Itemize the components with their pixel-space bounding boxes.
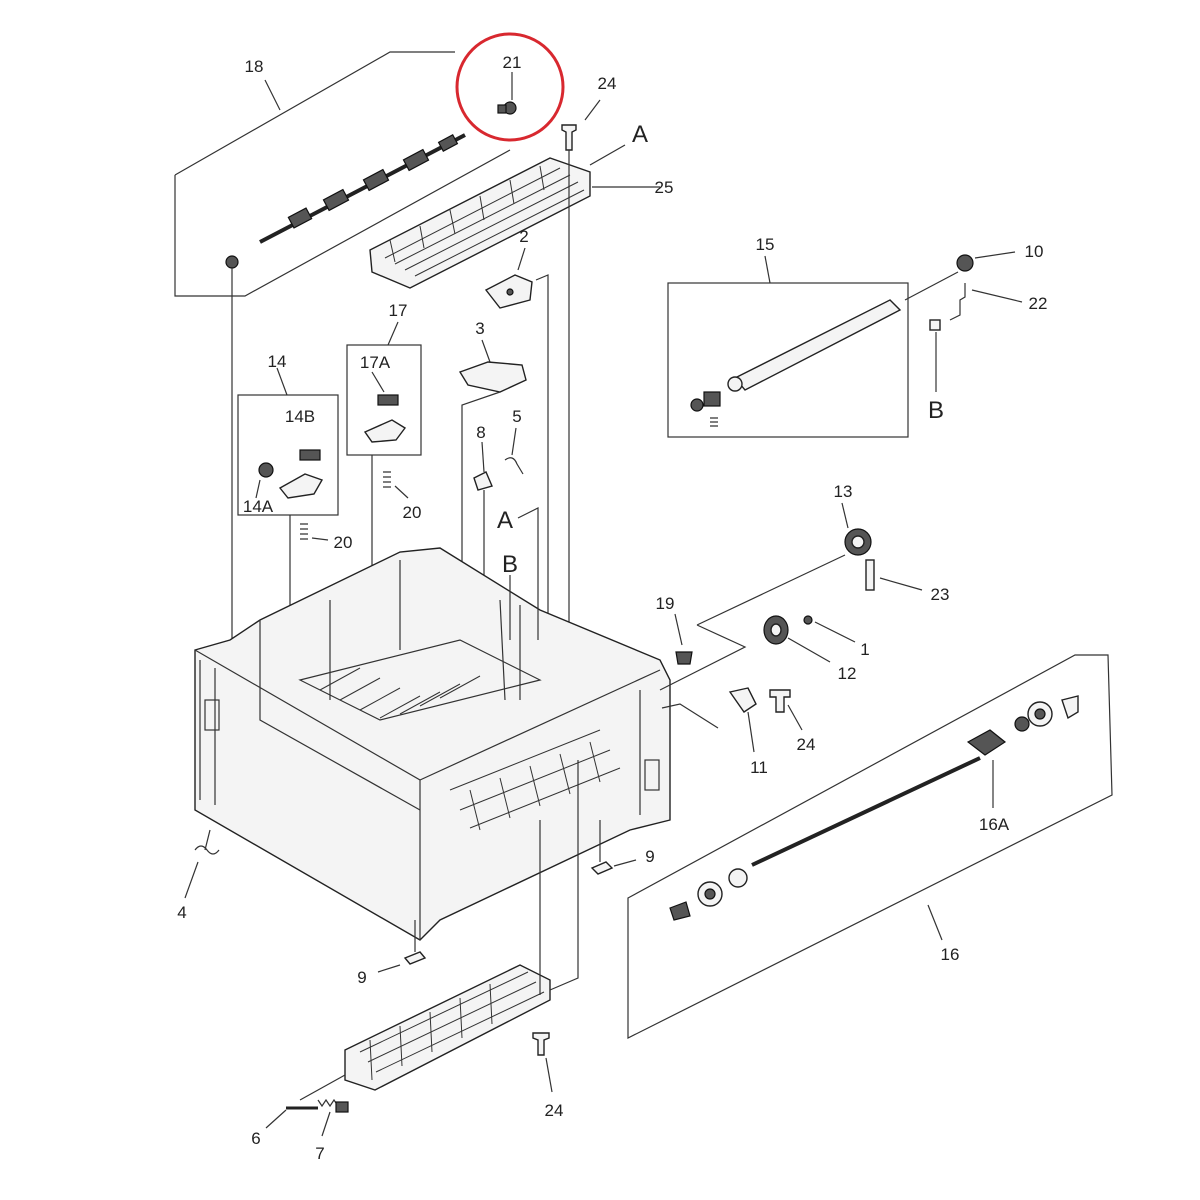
part-25 — [369, 144, 660, 289]
label-14a: 14A — [243, 497, 274, 516]
part-23 — [865, 559, 923, 591]
label-15: 15 — [756, 235, 775, 254]
part-7 — [317, 1098, 349, 1137]
label-6: 6 — [251, 1129, 260, 1148]
label-9-right: 9 — [645, 847, 654, 866]
part-17-group — [346, 321, 422, 580]
label-14b: 14B — [285, 407, 315, 426]
part-13 — [696, 502, 872, 626]
label-17a: 17A — [360, 353, 391, 372]
label-20-upper: 20 — [403, 503, 422, 522]
label-22: 22 — [1029, 294, 1048, 313]
part-24-top — [561, 99, 601, 625]
label-24-top: 24 — [598, 74, 617, 93]
label-1: 1 — [860, 640, 869, 659]
label-ref-b-right: B — [928, 397, 944, 424]
label-12: 12 — [838, 664, 857, 683]
part-9-right — [590, 820, 637, 875]
label-20-lower: 20 — [334, 533, 353, 552]
label-16: 16 — [941, 945, 960, 964]
part-9-lower — [377, 920, 427, 973]
label-3: 3 — [475, 319, 484, 338]
label-4: 4 — [177, 903, 186, 922]
label-ref-b-mid: B — [502, 551, 518, 578]
lower-guide-assembly — [299, 760, 579, 1101]
part-24-middle — [769, 689, 803, 731]
part-20-lower — [300, 523, 329, 541]
label-24-middle: 24 — [797, 735, 816, 754]
label-ref-a-mid: A — [497, 507, 513, 534]
label-16a: 16A — [979, 815, 1010, 834]
part-4 — [184, 829, 220, 899]
part-6 — [265, 1106, 318, 1129]
label-21: 21 — [503, 53, 522, 72]
part-20-upper — [383, 471, 409, 499]
label-ref-a-top: A — [632, 121, 648, 148]
part-15-group — [667, 255, 959, 438]
label-17: 17 — [389, 301, 408, 320]
part-22 — [929, 283, 1023, 392]
callout-labels: 21 18 24 A 25 2 15 10 22 17 3 17A 14 B 1… — [177, 53, 1047, 1163]
part-24-bottom — [532, 1032, 553, 1093]
label-2: 2 — [519, 227, 528, 246]
label-24-bottom: 24 — [545, 1101, 564, 1120]
label-13: 13 — [834, 482, 853, 501]
label-7: 7 — [315, 1144, 324, 1163]
main-chassis — [194, 547, 671, 941]
part-10 — [956, 251, 1016, 272]
highlight-circle — [455, 32, 565, 142]
label-8: 8 — [476, 423, 485, 442]
part-2 — [484, 247, 549, 625]
part-12 — [659, 615, 831, 691]
label-25: 25 — [655, 178, 674, 197]
label-10: 10 — [1025, 242, 1044, 261]
part-1 — [803, 615, 856, 643]
label-19: 19 — [656, 594, 675, 613]
part-19 — [674, 613, 693, 665]
label-9-lower: 9 — [357, 968, 366, 987]
label-11: 11 — [750, 758, 768, 777]
part-18-group — [174, 51, 511, 655]
part-16-group — [627, 654, 1113, 1039]
label-18: 18 — [245, 57, 264, 76]
ref-leaders — [509, 507, 539, 640]
part-5 — [504, 427, 524, 475]
label-14: 14 — [268, 352, 287, 371]
part-21 — [455, 32, 565, 142]
part-14-group — [237, 367, 339, 605]
label-5: 5 — [512, 407, 521, 426]
part-11 — [661, 687, 757, 753]
label-23: 23 — [931, 585, 950, 604]
